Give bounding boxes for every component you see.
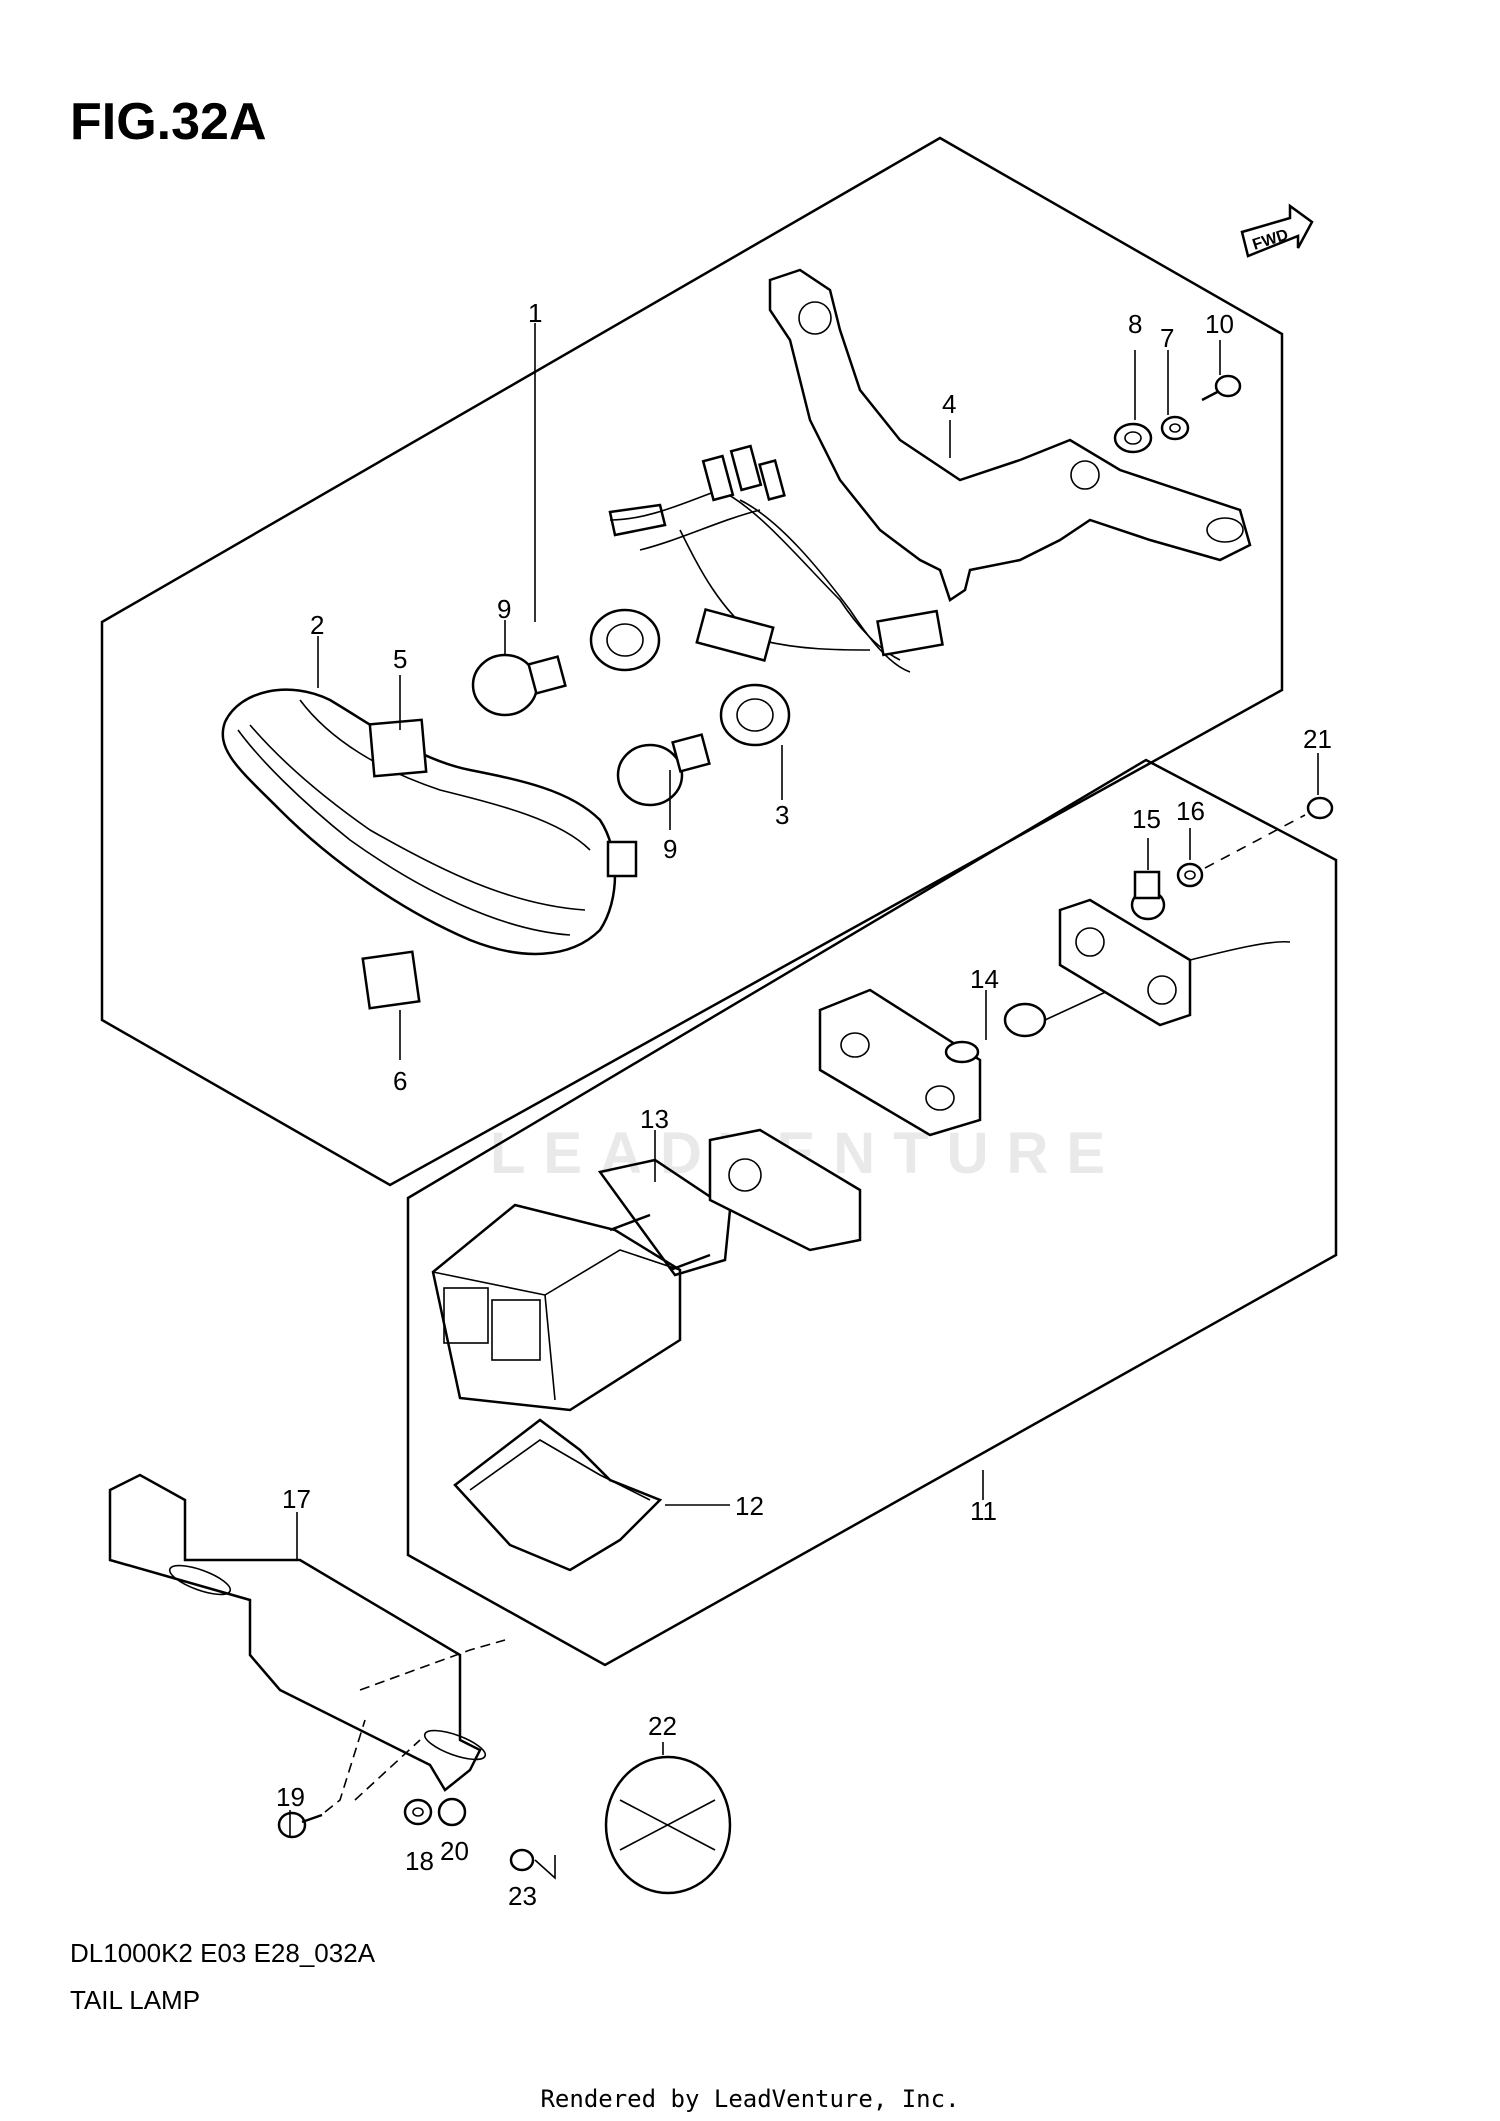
- callout-13: 13: [640, 1104, 669, 1134]
- washer-part-7: [1160, 415, 1190, 441]
- bulb-part-14: [944, 1040, 980, 1064]
- callout-15: 15: [1132, 804, 1161, 834]
- callout-9-lower: 9: [663, 834, 677, 864]
- wiring-harness: [608, 444, 944, 673]
- callout-4: 4: [942, 389, 956, 419]
- nut-part-20: [437, 1797, 467, 1827]
- callout-19: 19: [276, 1782, 305, 1812]
- cap-part-6: [361, 950, 421, 1010]
- screw-part-19: [277, 1719, 366, 1839]
- fwd-arrow-icon: FWD: [1240, 203, 1314, 258]
- bracket-part-4: [768, 268, 1252, 602]
- callout-20: 20: [440, 1836, 469, 1866]
- bulb-socket: [1003, 989, 1111, 1038]
- socket-part-3: [589, 608, 791, 747]
- assembly-box-11: [406, 758, 1338, 1667]
- callout-10: 10: [1205, 309, 1234, 339]
- mount-plate: [1058, 898, 1291, 1027]
- callout-11: 11: [970, 1496, 997, 1526]
- bulb-part-9-lower: [616, 733, 711, 807]
- nut-part-21: [1306, 796, 1334, 820]
- socket-base: [708, 1128, 862, 1252]
- callout-6: 6: [393, 1066, 407, 1096]
- callout-7: 7: [1160, 323, 1174, 353]
- callout-labels: 1 2 3 4 5 6 7 8 9 9 10 11 12 13 14 15 16…: [276, 298, 1332, 1911]
- lamp-housing-part-2: [221, 688, 638, 956]
- callout-3: 3: [775, 800, 789, 830]
- callout-12: 12: [735, 1491, 764, 1521]
- lens-part-12: [453, 1418, 663, 1572]
- nut-part-23: [509, 1848, 535, 1872]
- rendered-by-credit: Rendered by LeadVenture, Inc.: [540, 2085, 960, 2113]
- callout-16: 16: [1176, 796, 1205, 826]
- collar-part-16: [1176, 862, 1204, 888]
- assembly-box-1: [100, 136, 1284, 1187]
- reflector-part-22: [604, 1755, 732, 1895]
- bulb-part-9-upper: [471, 653, 567, 717]
- callout-17: 17: [282, 1484, 311, 1514]
- diagram-code: DL1000K2 E03 E28_032A: [70, 1938, 376, 1968]
- gasket-part-13: [597, 1158, 732, 1277]
- callout-2: 2: [310, 610, 324, 640]
- housing-frame: [818, 988, 982, 1137]
- figure-title: FIG.32A: [70, 93, 267, 151]
- lamp-body-part-11: [431, 1203, 711, 1412]
- grommet-part-15: [1130, 870, 1166, 921]
- bracket-part-17: [108, 1473, 487, 1792]
- callout-5: 5: [393, 644, 407, 674]
- callout-23: 23: [508, 1881, 537, 1911]
- screw-part-10: [1201, 374, 1242, 402]
- callout-14: 14: [970, 964, 999, 994]
- diagram-name: TAIL LAMP: [70, 1985, 201, 2015]
- washer-part-18: [403, 1798, 433, 1826]
- callout-22: 22: [648, 1711, 677, 1741]
- callout-21: 21: [1303, 724, 1332, 754]
- grommet-part-8: [1113, 422, 1153, 454]
- callout-8: 8: [1128, 309, 1142, 339]
- leader-lines: [289, 323, 1319, 1838]
- callout-1: 1: [528, 298, 542, 328]
- callout-9-upper: 9: [497, 594, 511, 624]
- callout-18: 18: [405, 1846, 434, 1876]
